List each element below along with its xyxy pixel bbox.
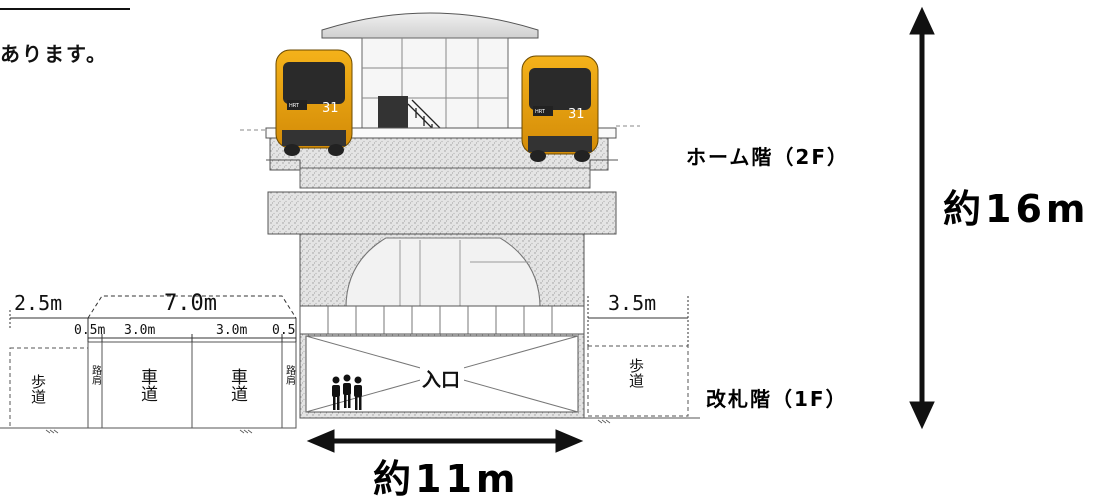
- heading-underline: [0, 8, 130, 10]
- dim-road-total: 7.0m: [164, 291, 217, 316]
- entrance-label: 入口: [422, 369, 460, 391]
- people-icon: [332, 374, 362, 410]
- train-number-label: 31: [568, 107, 585, 122]
- dim-lane-1: 3.0m: [124, 323, 155, 338]
- width-dimension-label: 約11m: [373, 457, 520, 501]
- road-dimension-lines: [9, 295, 689, 346]
- height-dimension-label: 約16m: [943, 187, 1090, 231]
- concourse-floor: [299, 305, 585, 419]
- dim-shoulder-right: 0.5: [272, 323, 295, 338]
- zone-sidewalk-left: 歩道: [29, 374, 47, 404]
- zone-shoulder-left: 路肩: [90, 364, 102, 386]
- intro-text: あります。: [0, 42, 108, 66]
- zone-lane-1: 車道: [137, 368, 158, 402]
- train-right: HRT 31: [521, 55, 599, 162]
- train-left: HRT 31: [275, 49, 353, 156]
- zone-shoulder-right: 路肩: [284, 364, 296, 386]
- train-number-label: 31: [322, 101, 339, 116]
- height-arrow: [909, 6, 935, 430]
- zone-lane-2: 車道: [227, 368, 248, 402]
- dim-right-sidewalk: 3.5m: [608, 291, 656, 315]
- road-section: [0, 341, 700, 429]
- platform-slab: [265, 127, 618, 189]
- station-roof: [321, 12, 539, 39]
- width-arrow: [306, 429, 584, 453]
- station-stair-house: [361, 37, 509, 142]
- dim-lane-2: 3.0m: [216, 323, 247, 338]
- floor-label-concourse: 改札階（1F）: [706, 387, 848, 411]
- dim-shoulder-left: 0.5m: [74, 323, 105, 338]
- pier-beam: [267, 191, 617, 309]
- floor-label-platform: ホーム階（2F）: [686, 145, 849, 169]
- entrance-box: 入口: [420, 366, 464, 391]
- dim-left-sidewalk: 2.5m: [14, 291, 62, 315]
- train-brand-label: HRT: [289, 103, 300, 109]
- road-hatch-marks: [45, 419, 611, 434]
- zone-sidewalk-right: 歩道: [627, 358, 645, 388]
- train-brand-label: HRT: [535, 109, 546, 115]
